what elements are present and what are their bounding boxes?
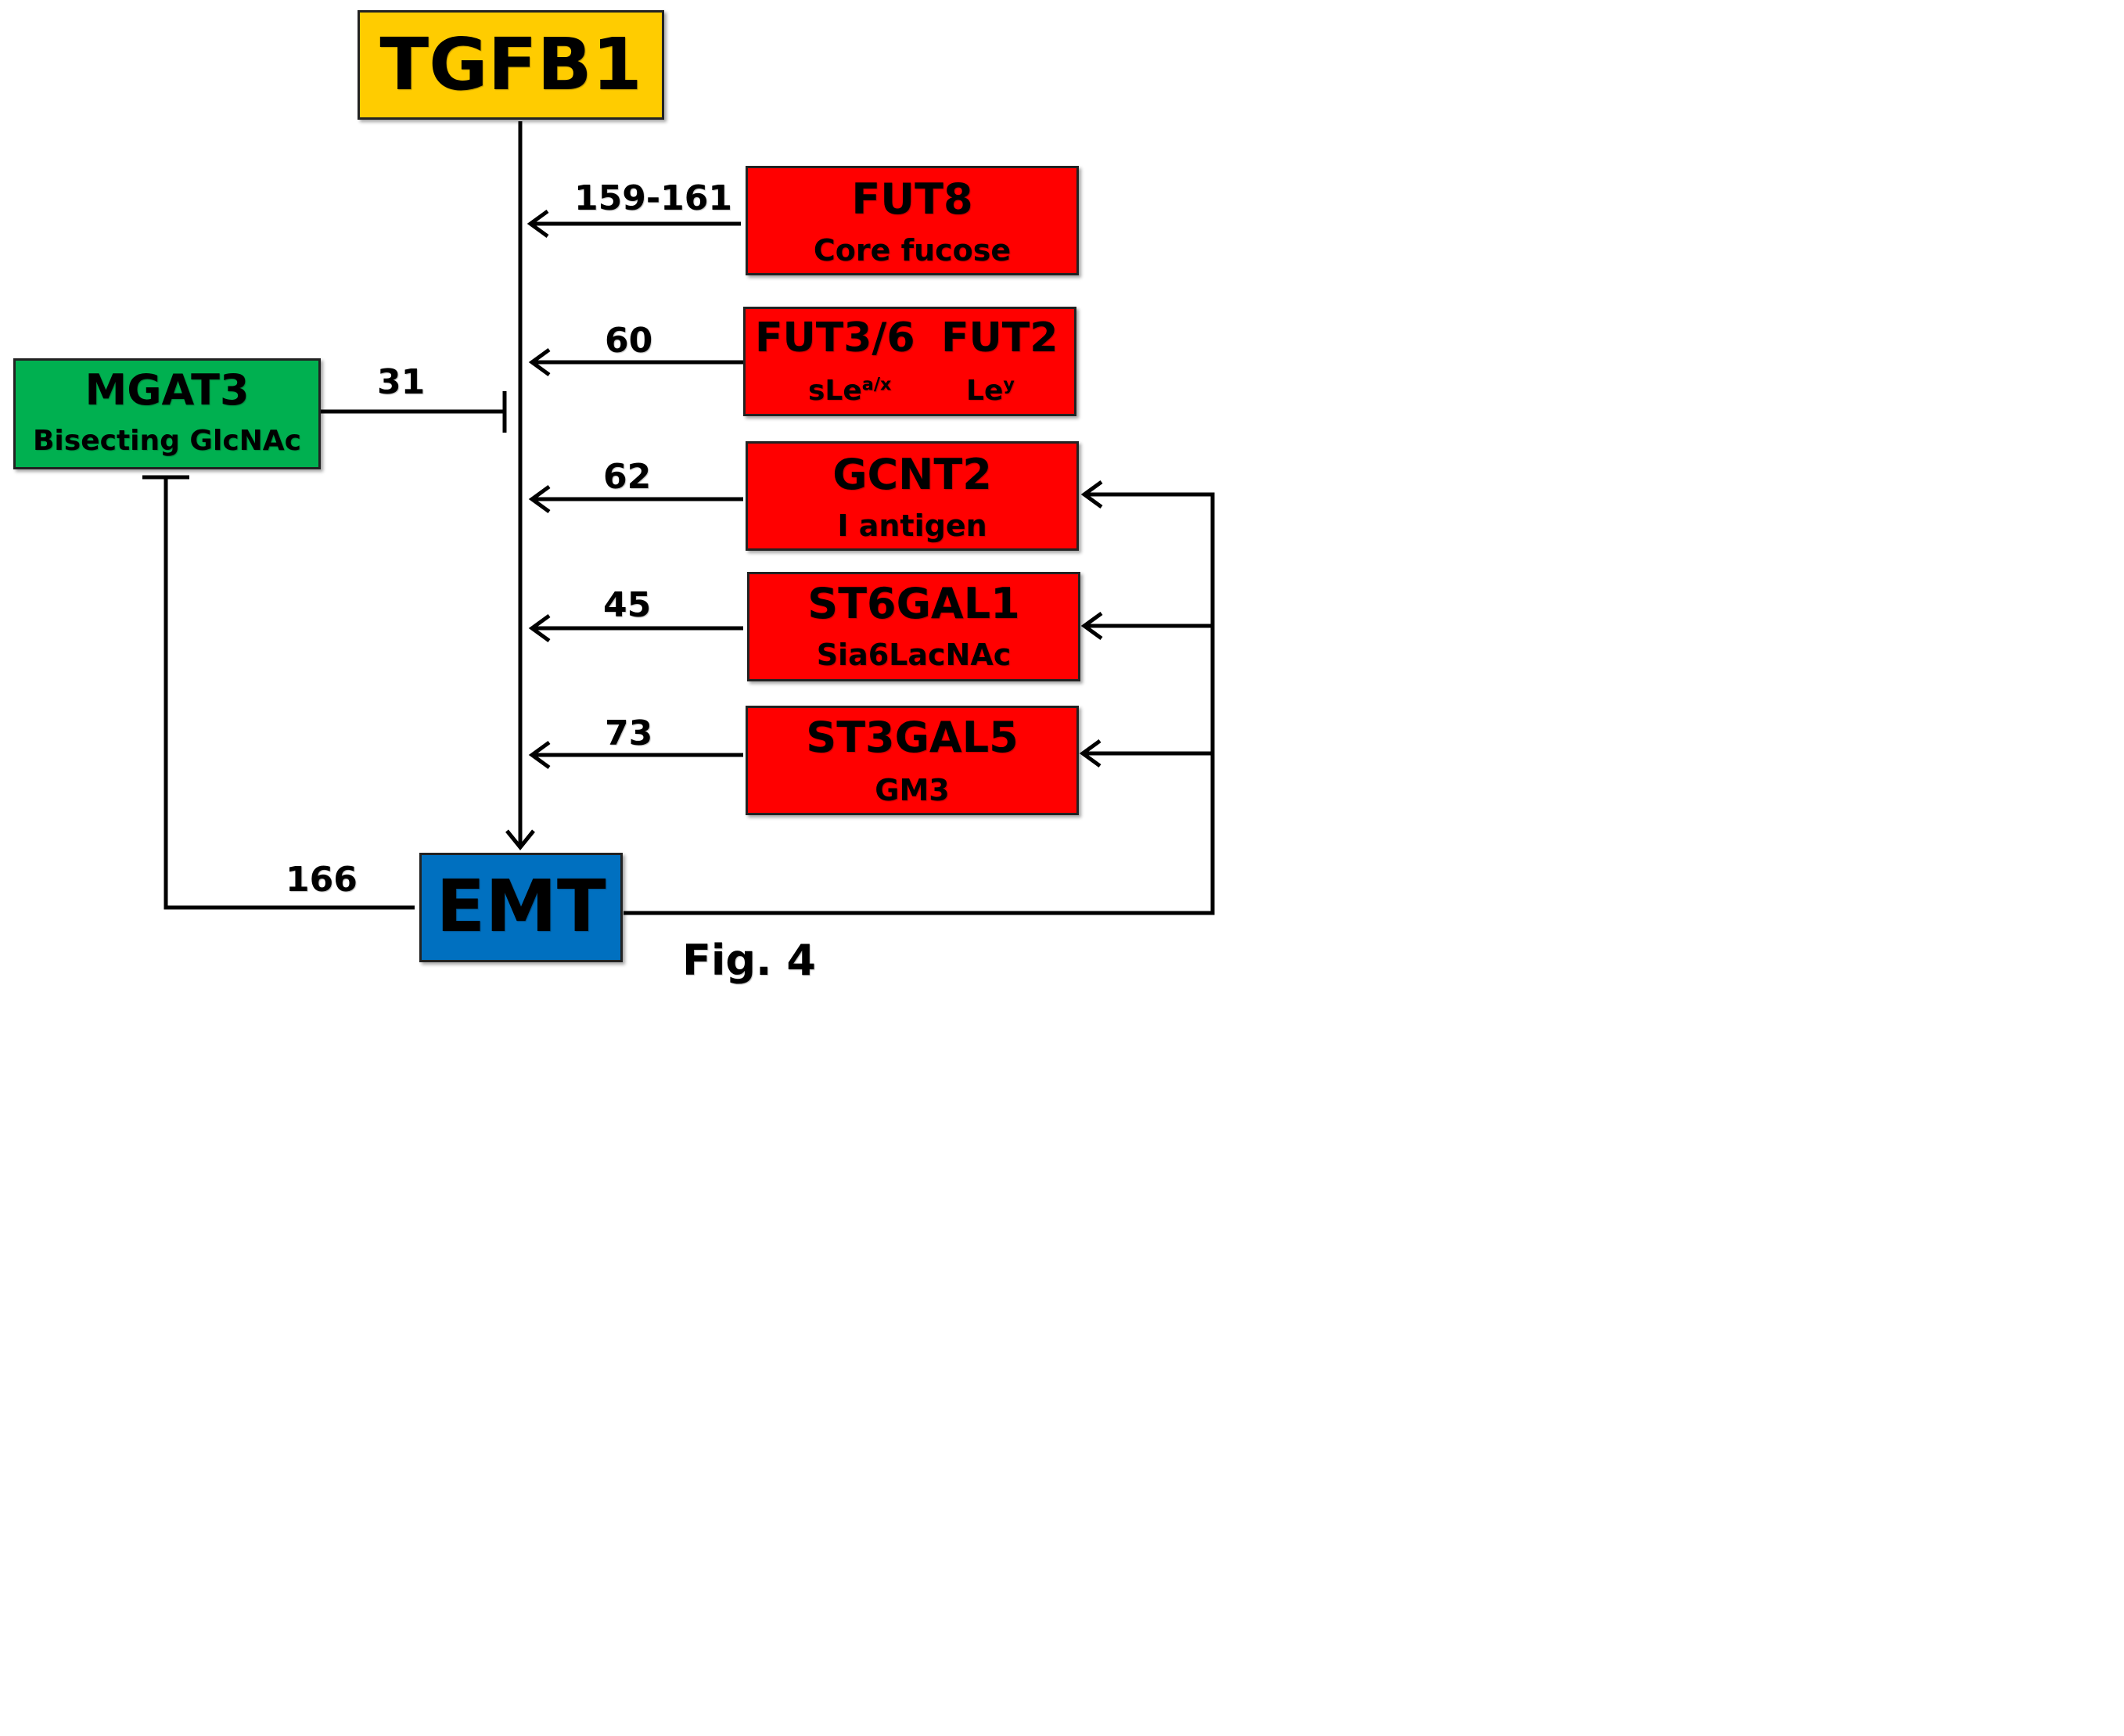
connector-layer (142, 121, 1215, 915)
st6gal1-node: ST6GAL1 Sia6LacNAc (747, 572, 1080, 681)
st6gal1-arrowhead (528, 613, 551, 643)
fut36-label: FUT3/6 (755, 314, 915, 361)
mgat3-ref-label: 31 (377, 362, 426, 402)
st6gal1-feedback-arrowhead (1080, 611, 1103, 641)
st3gal5-feedback-arrowhead (1079, 739, 1102, 768)
fut8-arrowhead (527, 209, 549, 239)
fut36-sublabel-superscript: a/x (861, 374, 892, 395)
st3gal5-sublabel: GM3 (875, 773, 950, 807)
gcnt2-label: GCNT2 (832, 450, 992, 499)
fut36-sublabel: sLea/x (808, 374, 892, 407)
st6gal1-label: ST6GAL1 (807, 579, 1020, 628)
fut2-label: FUT2 (941, 314, 1058, 361)
gcnt2-arrowhead (528, 484, 551, 514)
fut2-sublabel-superscript: y (1003, 374, 1015, 395)
gcnt2-ref-label: 62 (603, 457, 652, 497)
fut8-ref-label: 159-161 (574, 178, 732, 218)
mgat3-label: MGAT3 (84, 365, 250, 415)
fut8-label: FUT8 (851, 174, 973, 224)
fut-ref-label: 60 (605, 321, 653, 361)
figure-label: Fig. 4 (682, 936, 816, 985)
emt-node: EMT (419, 853, 623, 962)
emt-label: EMT (436, 864, 606, 948)
st6gal1-sublabel: Sia6LacNAc (816, 638, 1012, 672)
st3gal5-arrowhead (528, 740, 551, 770)
mgat3-node: MGAT3 Bisecting GlcNAc (13, 358, 321, 469)
fut8-sublabel: Core fucose (813, 233, 1012, 268)
gcnt2-sublabel: I antigen (837, 509, 987, 543)
mgat3-sublabel: Bisecting GlcNAc (32, 425, 301, 457)
emt-arrowhead (505, 829, 535, 850)
fut8-node: FUT8 Core fucose (746, 166, 1079, 275)
tgfb1-node: TGFB1 (358, 10, 664, 120)
st6gal1-ref-label: 45 (603, 585, 652, 625)
emt-feedback-line (624, 492, 1215, 915)
tgfb1-label: TGFB1 (379, 23, 642, 106)
emt-mgat3-inhibit-line (164, 477, 415, 910)
emt-mgat3-ref-label: 166 (286, 860, 358, 900)
fut2-sublabel: Ley (966, 374, 1015, 407)
fut36-fut2-node: FUT3/6 FUT2 sLea/x Ley (743, 307, 1076, 416)
st3gal5-node: ST3GAL5 GM3 (746, 706, 1079, 815)
gcnt2-node: GCNT2 I antigen (746, 441, 1079, 551)
st3gal5-ref-label: 73 (605, 713, 653, 753)
fut-arrowhead (528, 347, 551, 377)
st3gal5-label: ST3GAL5 (806, 713, 1019, 762)
gcnt2-feedback-arrowhead (1080, 480, 1103, 509)
